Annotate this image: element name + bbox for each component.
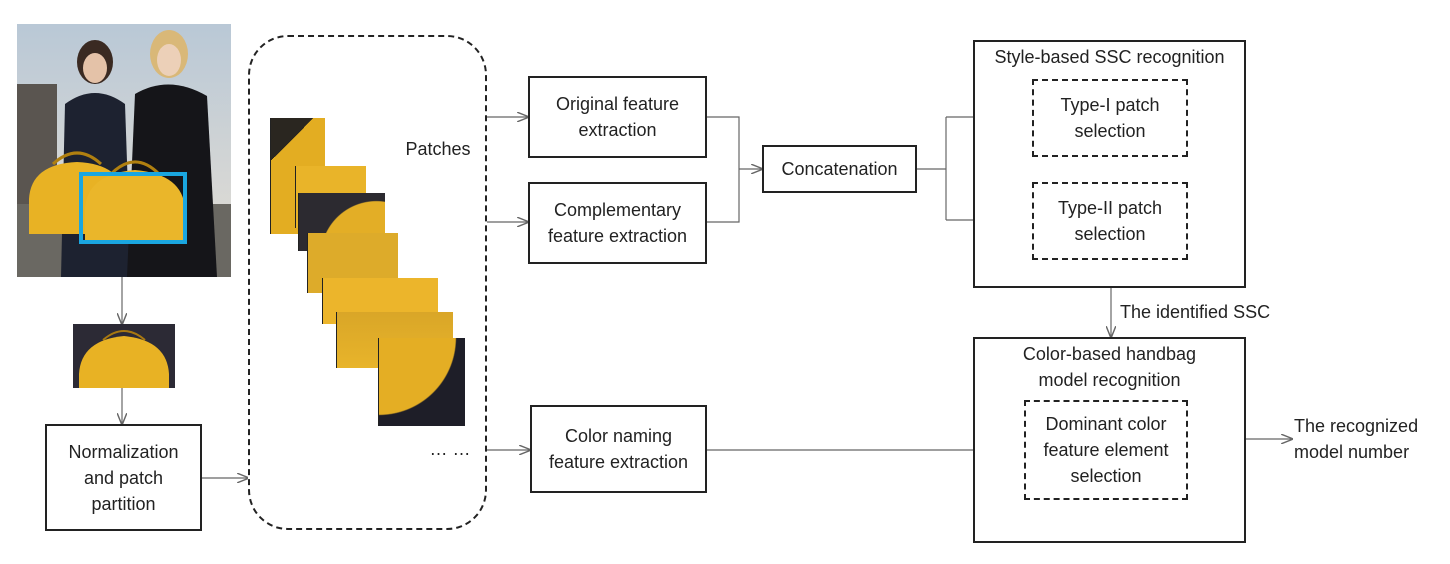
ellipsis-label: … … — [429, 439, 471, 459]
concatenation-label: Concatenation — [781, 159, 898, 179]
original-feature-box: Original feature extraction — [528, 76, 707, 158]
identified-ssc-label: The identified SSC — [1120, 302, 1271, 322]
type2-label: Type-II patch selection — [1057, 198, 1163, 244]
input-photo — [17, 24, 231, 277]
patches-label: Patches — [405, 139, 471, 159]
type1-label: Type-I patch selection — [1060, 95, 1160, 141]
normalization-label: Normalization and patch partition — [68, 441, 179, 514]
type2-selection-box: Type-II patch selection — [1032, 182, 1188, 260]
normalization-box: Normalization and patch partition — [45, 424, 202, 531]
cropped-bag-image — [73, 324, 175, 388]
selection-box — [79, 172, 187, 244]
concatenation-box: Concatenation — [762, 145, 917, 193]
merge-line-features — [707, 116, 740, 223]
original-feature-label: Original feature extraction — [555, 94, 680, 140]
complementary-feature-label: Complementary feature extraction — [547, 200, 688, 246]
color-naming-label: Color naming feature extraction — [548, 426, 689, 472]
dominant-color-label: Dominant color feature element selection — [1043, 414, 1169, 486]
color-naming-box: Color naming feature extraction — [530, 405, 707, 493]
color-recognition-title: Color-based handbag model recognition — [1022, 344, 1197, 390]
dominant-color-box: Dominant color feature element selection — [1024, 400, 1188, 500]
style-recognition-title: Style-based SSC recognition — [994, 47, 1225, 67]
recognized-model-label: The recognized model number — [1294, 416, 1419, 462]
type1-selection-box: Type-I patch selection — [1032, 79, 1188, 157]
patch-image-7 — [378, 338, 465, 426]
complementary-feature-box: Complementary feature extraction — [528, 182, 707, 264]
